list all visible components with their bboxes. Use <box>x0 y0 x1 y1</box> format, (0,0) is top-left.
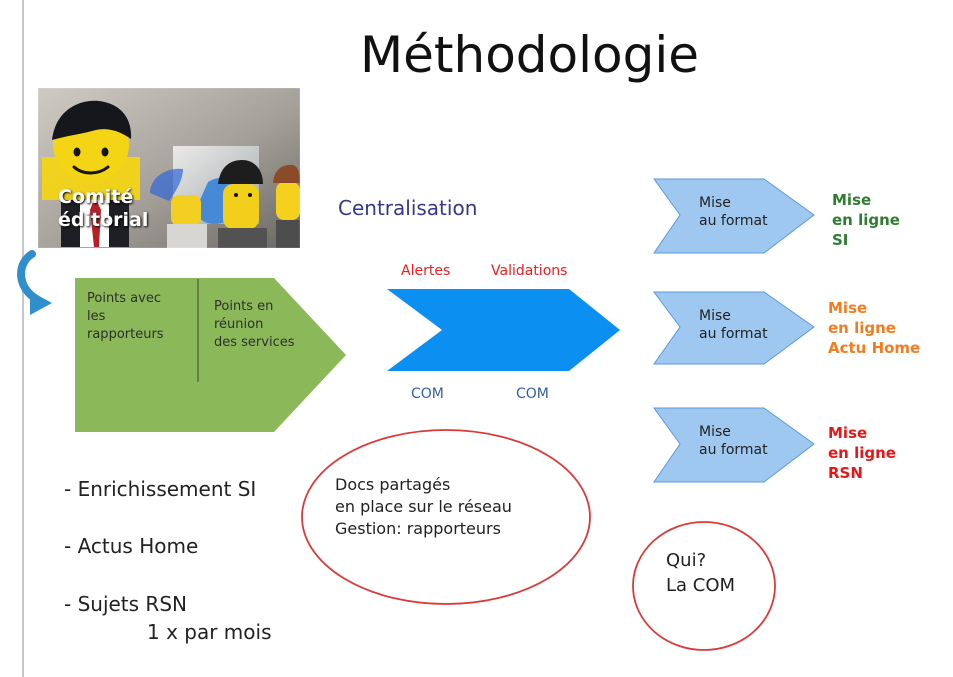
format-step-1-line2: au format <box>699 213 768 229</box>
docs-oval <box>301 429 591 605</box>
format-arrow-2 <box>653 291 815 365</box>
com-left-label: COM <box>411 386 444 402</box>
green-part2-line2: réunion <box>214 317 264 332</box>
comite-label-line1: Comité <box>58 186 134 208</box>
green-part2-line3: des services <box>214 335 295 350</box>
format-step-3-line2: au format <box>699 442 768 458</box>
format-step-1-line1: Mise <box>699 195 731 211</box>
output-rsn-line2: en ligne <box>828 444 896 462</box>
qui-oval-text: Qui? La COM <box>666 548 735 598</box>
format-step-2-line1: Mise <box>699 308 731 324</box>
comite-label-line2: éditorial <box>58 209 149 231</box>
output-si: Mise en ligne SI <box>832 190 900 250</box>
blue-process-shape <box>387 289 620 371</box>
bullet-enrichissement: - Enrichissement SI <box>64 477 257 501</box>
format-step-1-label: Mise au format <box>699 194 768 230</box>
alertes-label: Alertes <box>401 263 451 279</box>
qui-oval-line1: Qui? <box>666 550 707 571</box>
bullet-actus-home: - Actus Home <box>64 534 199 558</box>
docs-oval-text: Docs partagés en place sur le réseau Ges… <box>335 474 512 540</box>
comite-photo: Comité éditorial <box>38 88 300 248</box>
green-part1-line2: les <box>87 309 106 324</box>
format-step-3-label: Mise au format <box>699 423 768 459</box>
output-actu-line3: Actu Home <box>828 339 921 357</box>
validations-label: Validations <box>491 263 568 279</box>
qui-oval <box>632 521 776 651</box>
output-actu-line2: en ligne <box>828 319 896 337</box>
output-actu-home: Mise en ligne Actu Home <box>828 298 920 358</box>
green-part2-line1: Points en <box>214 299 274 314</box>
output-si-line2: en ligne <box>832 211 900 229</box>
com-right-label: COM <box>516 386 549 402</box>
format-step-3-line1: Mise <box>699 424 731 440</box>
green-part1-line1: Points avec <box>87 291 161 306</box>
format-arrow-1 <box>653 178 815 254</box>
output-actu-line1: Mise <box>828 299 868 317</box>
left-divider <box>22 0 24 677</box>
comite-label: Comité éditorial <box>58 186 198 232</box>
docs-oval-line3: Gestion: rapporteurs <box>335 519 501 538</box>
green-stage-part1: Points avec les rapporteurs <box>87 290 193 344</box>
green-part1-line3: rapporteurs <box>87 327 164 342</box>
output-rsn-line1: Mise <box>828 424 868 442</box>
curved-arrow-icon <box>17 250 42 304</box>
docs-oval-line2: en place sur le réseau <box>335 497 512 516</box>
format-step-2-line2: au format <box>699 326 768 342</box>
curved-arrow-head-icon <box>30 291 52 315</box>
lego-figures-image <box>38 88 300 248</box>
green-stage-part2: Points en réunion des services <box>214 298 309 352</box>
qui-oval-line2: La COM <box>666 575 736 596</box>
output-rsn: Mise en ligne RSN <box>828 423 896 483</box>
green-process-shape <box>75 278 346 432</box>
format-step-2-label: Mise au format <box>699 307 768 343</box>
output-si-line3: SI <box>832 231 849 249</box>
page-title: Méthodologie <box>360 26 699 84</box>
docs-oval-line1: Docs partagés <box>335 475 451 494</box>
output-si-line1: Mise <box>832 191 872 209</box>
centralisation-heading: Centralisation <box>338 196 478 220</box>
format-arrow-3 <box>653 407 815 483</box>
bullet-sujets-rsn-frequency: 1 x par mois <box>147 620 272 644</box>
output-rsn-line3: RSN <box>828 464 863 482</box>
bullet-sujets-rsn: - Sujets RSN <box>64 592 187 616</box>
